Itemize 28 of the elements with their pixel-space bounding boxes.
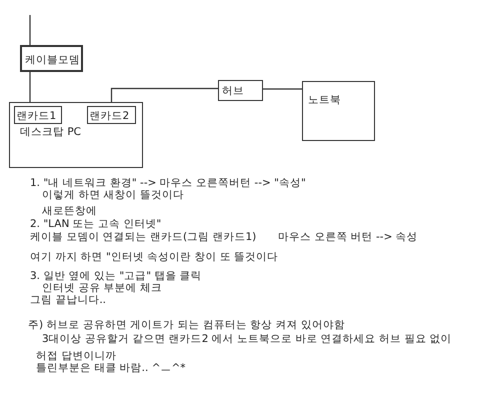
- device-box: [302, 81, 375, 141]
- device-box: [218, 80, 263, 101]
- connection-line: [29, 15, 31, 45]
- instruction-text: 3. 일반 옆에 있는 "고급" 탭을 클릭: [30, 270, 202, 282]
- device-box: [20, 45, 83, 72]
- device-box: [9, 102, 143, 168]
- instruction-text: 그림 끝납니다..: [30, 294, 106, 306]
- device-label: 노트북: [308, 93, 341, 107]
- instruction-text: 허접 답변이니까: [36, 350, 116, 362]
- instruction-text: 틀린부분은 태클 바람.. ^ㅡ^*: [36, 362, 186, 374]
- instruction-text: 1. "내 네트워크 환경" --> 마우스 오른쪽버턴 --> "속성": [30, 177, 306, 189]
- instruction-text: 마우스 오른쪽 버턴 --> 속성: [278, 231, 418, 243]
- device-box: [14, 106, 62, 124]
- instruction-text: 이렇게 하면 새창이 뜰것이다: [42, 189, 184, 201]
- device-label: 케이블모뎀: [25, 53, 80, 67]
- device-box: [86, 106, 136, 124]
- instruction-text: 주) 허브로 공유하면 게이트가 되는 컴퓨터는 항상 켜져 있어야함: [28, 319, 345, 331]
- instruction-text: 2. "LAN 또는 고속 인터넷": [30, 218, 162, 230]
- instruction-text: 여기 까지 하면 "인터넷 속성이란 창이 또 뜰것이다: [30, 251, 278, 263]
- device-label: 랜카드2: [90, 108, 130, 122]
- device-label: 랜카드1: [16, 108, 56, 122]
- device-label: 허브: [222, 84, 244, 98]
- instruction-text: 새로뜬창에: [42, 205, 97, 217]
- connection-line: [263, 88, 302, 90]
- device-label: 데스크탑 PC: [20, 125, 82, 139]
- instruction-text: 케이블 모뎀이 연결되는 랜카드(그림 랜카드1): [30, 231, 256, 243]
- instruction-text: 인터넷 공유 부분에 체크: [42, 282, 162, 294]
- instruction-text: 3대이상 공유할거 같으면 랜카드2 에서 노트북으로 바로 연결하세요 허브 필요 없이: [42, 333, 452, 345]
